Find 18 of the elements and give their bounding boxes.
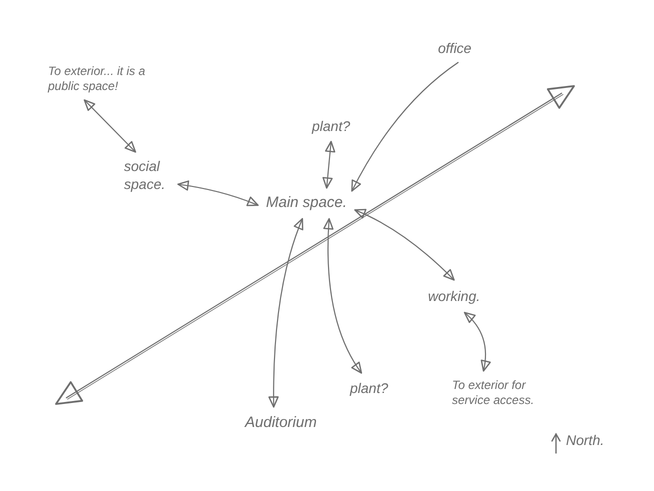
handwritten-note: To exterior for service access. — [452, 378, 542, 408]
arrow — [84, 99, 136, 153]
arrow — [323, 218, 362, 374]
handwritten-note: To exterior... it is a public space! — [48, 64, 152, 94]
handwritten-note: office — [438, 40, 472, 58]
north-label: North. — [566, 432, 604, 448]
handwritten-note: plant? — [312, 118, 350, 136]
handwritten-note: plant? — [350, 380, 388, 398]
arrow — [322, 140, 336, 189]
arrow — [354, 209, 455, 281]
arrow — [351, 62, 459, 192]
handwritten-note: Main space. — [266, 194, 347, 213]
handwritten-note: social space. — [124, 158, 170, 193]
arrow — [464, 312, 490, 372]
handwritten-note: Auditorium — [245, 414, 317, 433]
handwritten-note: working. — [428, 288, 480, 306]
arrow — [268, 218, 304, 408]
arrow — [177, 180, 259, 206]
